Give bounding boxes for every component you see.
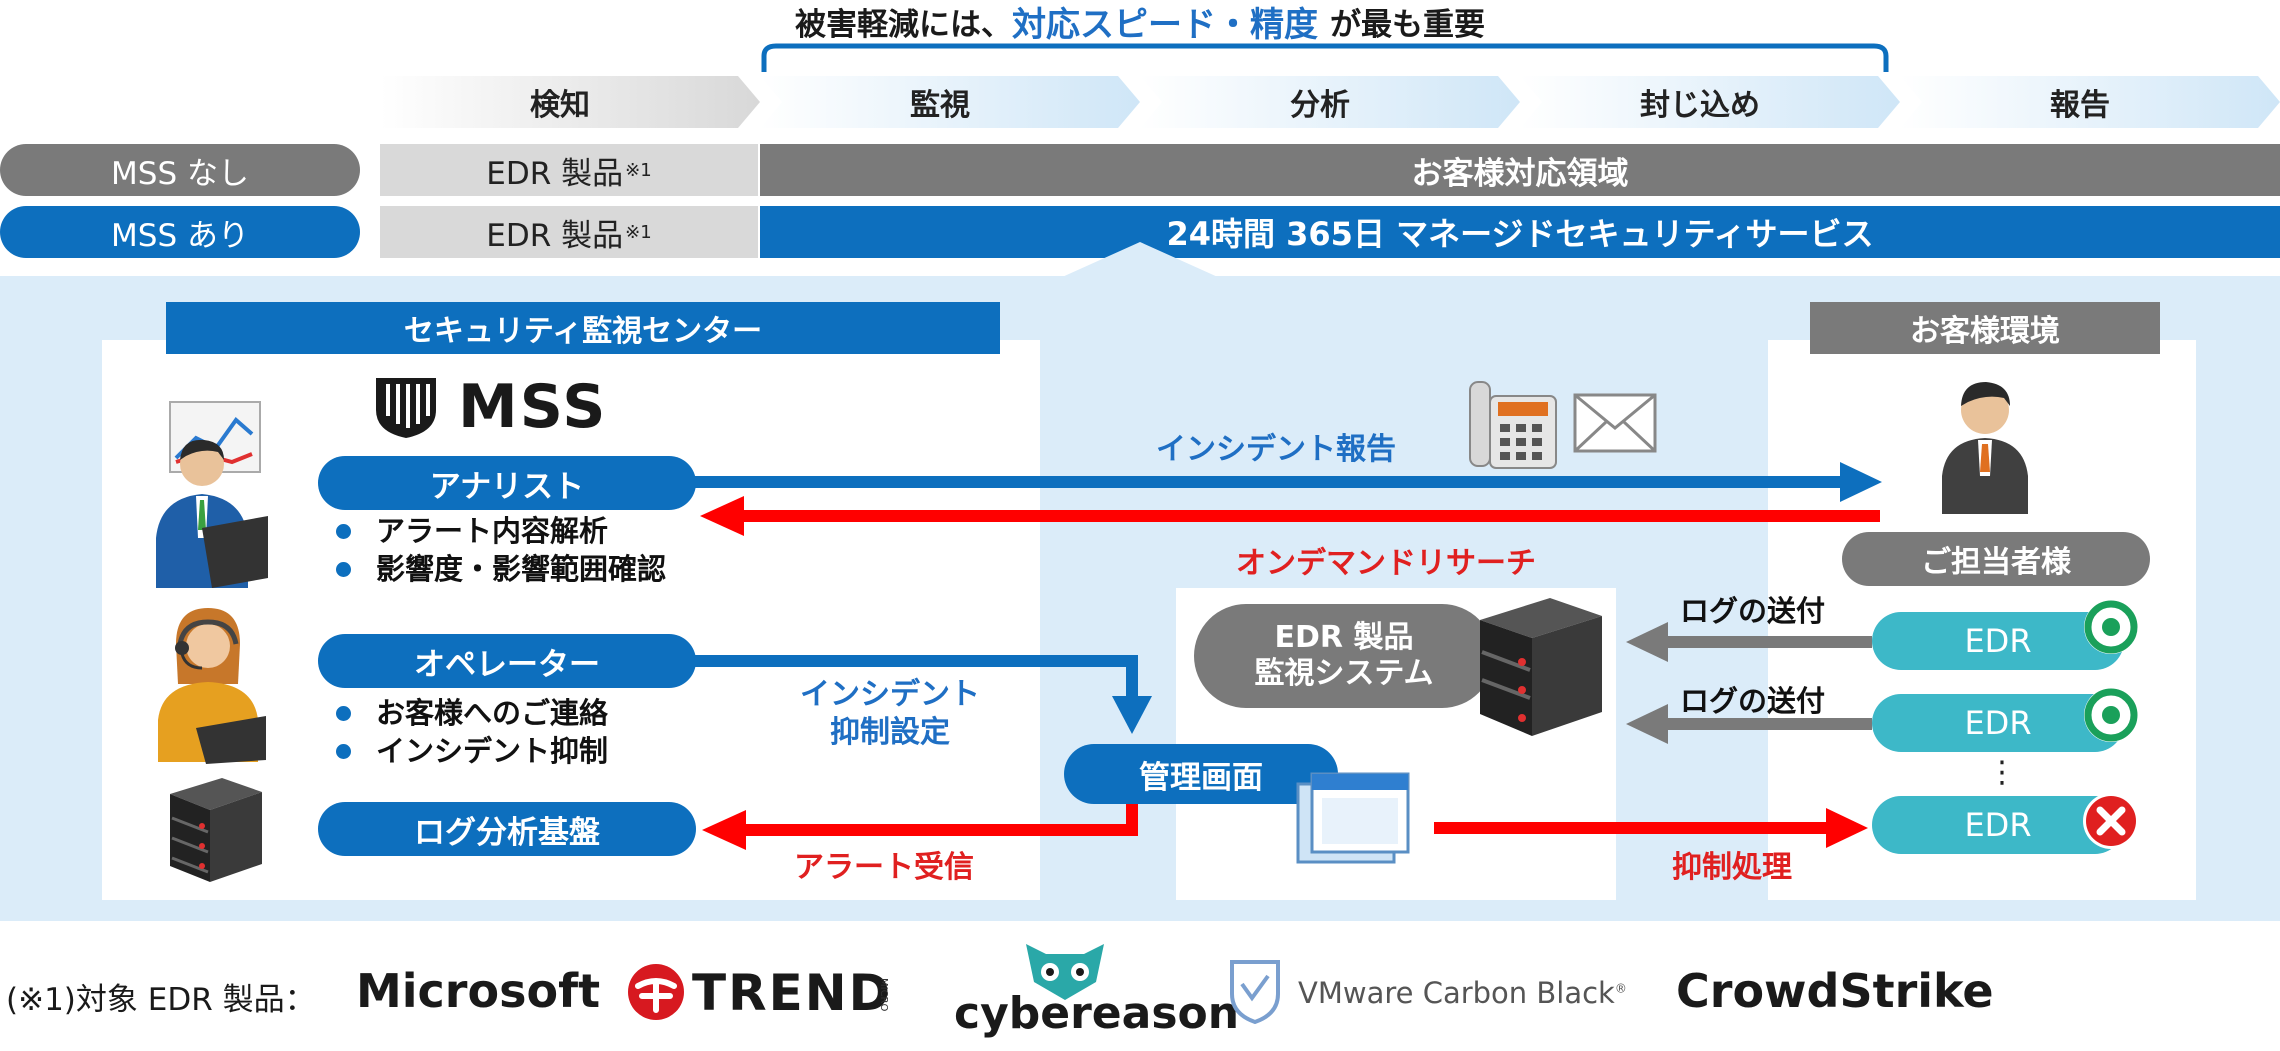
- on-demand-research-label: オンデマンドリサーチ: [1236, 546, 1536, 581]
- log-send-label: ログの送付: [1680, 684, 1826, 718]
- operator-task-list: お客様へのご連絡 インシデント抑制: [330, 694, 608, 770]
- analyst-person-icon: [156, 401, 268, 588]
- phase-detect: 検知: [530, 88, 590, 123]
- mss-shield-icon: [376, 378, 436, 438]
- mail-icon: [1573, 393, 1657, 453]
- soc-title: セキュリティ監視センター: [166, 302, 1000, 354]
- edr-product-cell: EDR 製品※1: [380, 144, 758, 196]
- mss-logo-text: MSS: [458, 372, 608, 442]
- operator-task: お客様へのご連絡: [330, 694, 608, 732]
- check-icon: [2084, 688, 2138, 742]
- alert-receive-label: アラート受信: [794, 850, 974, 885]
- footer-note: (※1)対象 EDR 製品：: [6, 982, 316, 1018]
- trend-micro-ball-icon: [628, 964, 684, 1020]
- check-icon: [2084, 600, 2138, 654]
- endpoint-ellipsis: ⋮: [1987, 754, 2017, 790]
- diagram-title: 被害軽減には、 対応スピード・精度 が最も重要: [795, 4, 1485, 45]
- phase-monitor: 監視: [910, 88, 970, 123]
- crowdstrike-logo: CrowdStrike: [1676, 964, 1994, 1018]
- row-label-without-mss: MSS なし: [0, 144, 360, 196]
- analyst-task: アラート内容解析: [330, 512, 666, 550]
- cybereason-owl-icon: [1026, 944, 1104, 1000]
- incident-report-label: インシデント報告: [1156, 432, 1396, 467]
- trend-micro-logo: TREND: [692, 964, 893, 1022]
- analyst-task-list: アラート内容解析 影響度・影響範囲確認: [330, 512, 666, 588]
- customer-title: お客様環境: [1810, 302, 2160, 354]
- management-console-pill: 管理画面: [1064, 744, 1338, 804]
- edr-monitor-system: EDR 製品 監視システム: [1194, 604, 1494, 708]
- carbon-black-shield-icon: [1230, 960, 1280, 1024]
- cybereason-logo: cybereason: [954, 988, 1240, 1039]
- log-send-label: ログの送付: [1680, 594, 1826, 628]
- customer-area-bar: お客様対応領域: [760, 144, 2280, 196]
- operator-task: インシデント抑制: [330, 732, 608, 770]
- customer-person-icon: [1942, 382, 2028, 514]
- row-label-with-mss: MSS あり: [0, 206, 360, 258]
- server-rack-icon: [1480, 598, 1602, 736]
- customer-contact-pill: ご担当者様: [1842, 532, 2150, 586]
- phase-analyze: 分析: [1290, 88, 1350, 123]
- suppression-label: 抑制処理: [1672, 850, 1792, 885]
- endpoint-edr-1: EDR: [1872, 612, 2124, 670]
- cross-icon: [2083, 793, 2139, 849]
- phase-contain: 封じ込め: [1640, 88, 1760, 123]
- log-platform-pill: ログ分析基盤: [318, 802, 696, 856]
- endpoint-edr-2: EDR: [1872, 694, 2124, 752]
- log-server-icon: [170, 778, 262, 882]
- analyst-task: 影響度・影響範囲確認: [330, 550, 666, 588]
- edr-product-cell: EDR 製品※1: [380, 206, 758, 258]
- pointer-notch: [1060, 242, 1220, 278]
- trend-micro-sub: MICRO: [878, 978, 889, 1012]
- analyst-pill: アナリスト: [318, 456, 696, 510]
- header-bracket: [761, 43, 1889, 72]
- managed-service-bar: 24時間 365日 マネージドセキュリティサービス: [760, 206, 2280, 258]
- phase-chevrons: [380, 76, 2280, 128]
- phone-icon: [1469, 381, 1557, 469]
- operator-person-icon: [158, 608, 266, 764]
- window-icon: [1296, 772, 1410, 864]
- operator-pill: オペレーター: [318, 634, 696, 688]
- endpoint-edr-3: EDR: [1872, 796, 2124, 854]
- incident-suppression-label: インシデント 抑制設定: [800, 677, 980, 750]
- vmware-carbon-black-logo: VMware Carbon Black®: [1298, 976, 1627, 1010]
- microsoft-logo: Microsoft: [356, 964, 601, 1018]
- phase-report: 報告: [2050, 88, 2110, 123]
